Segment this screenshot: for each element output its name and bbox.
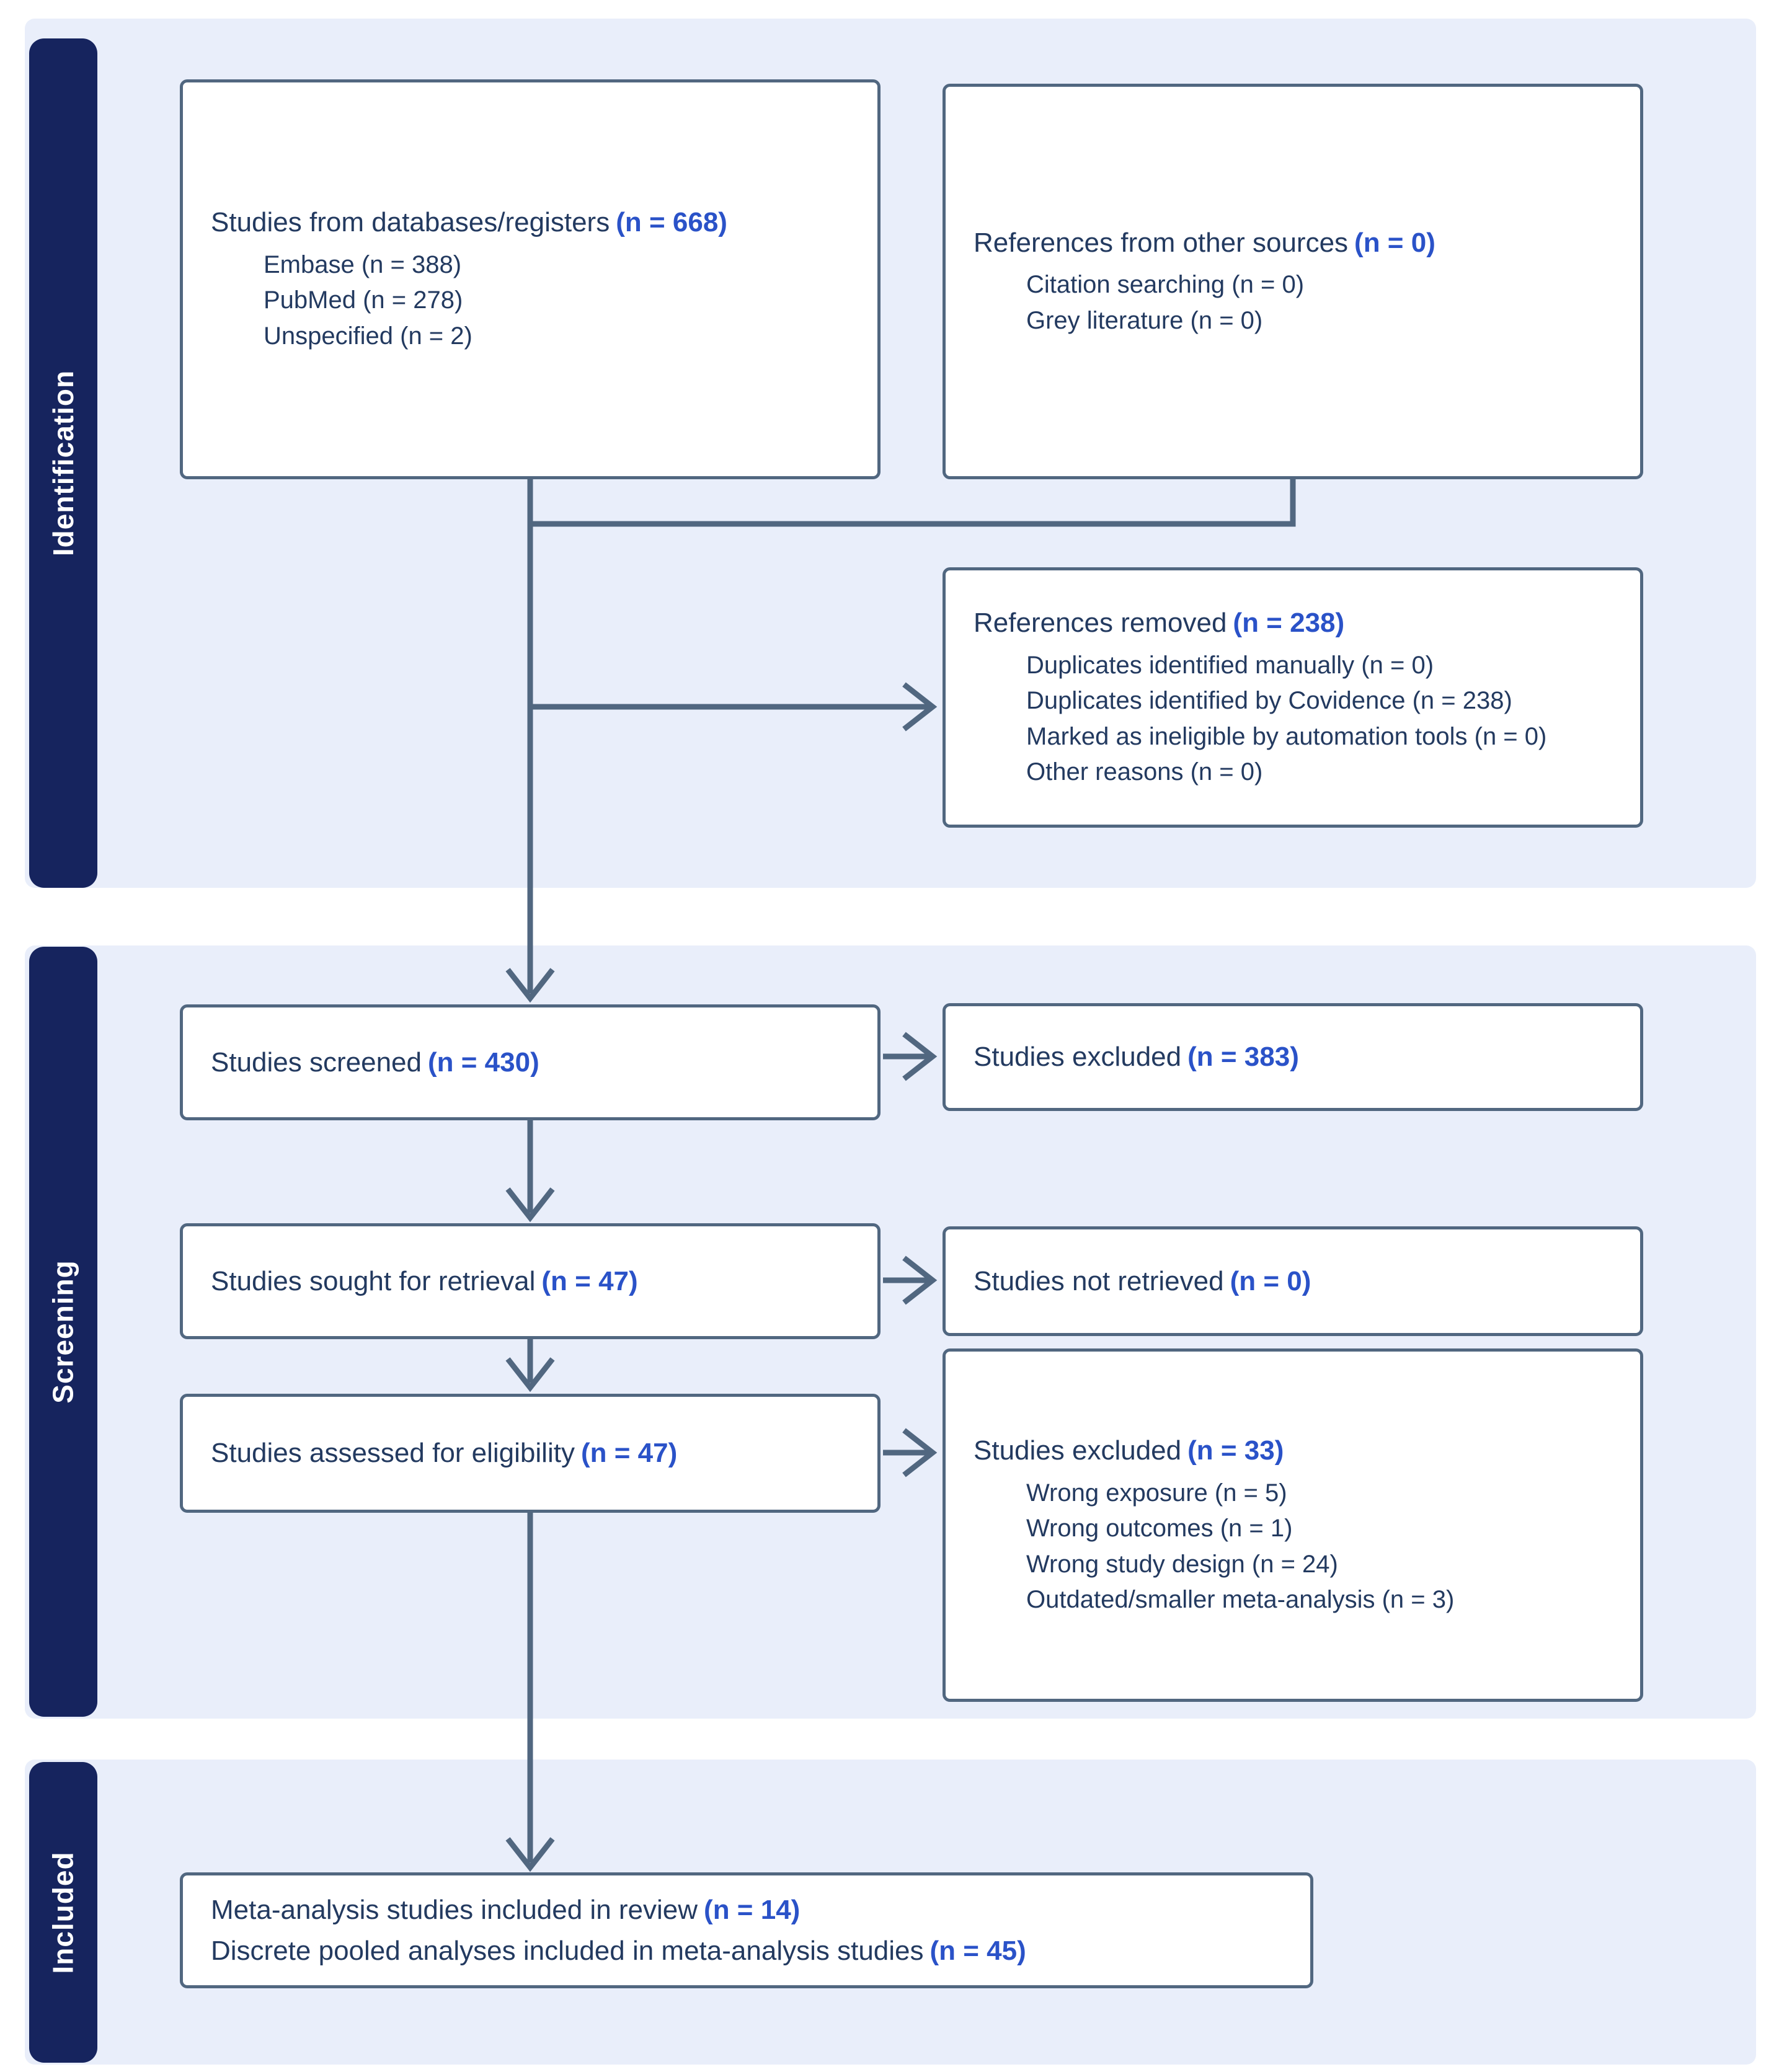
other-sources-item: Grey literature (n = 0) xyxy=(1026,306,1263,334)
references-removed-item: Duplicates identified by Covidence (n = … xyxy=(1026,687,1512,715)
arrowhead-into-sought xyxy=(505,1187,555,1223)
box-databases: Studies from databases/registers(n = 668… xyxy=(180,79,881,479)
studies-excluded-screening-title-text: Studies excluded xyxy=(974,1042,1182,1073)
included-sidebar: Included xyxy=(29,1762,97,2063)
box-studies-excluded-screening-title: Studies excluded(n = 383) xyxy=(974,1038,1622,1075)
studies-not-retrieved-count: (n = 0) xyxy=(1230,1265,1311,1296)
included-line2-count: (n = 45) xyxy=(929,1935,1026,1966)
included-line1-text: Meta-analysis studies included in review xyxy=(211,1894,698,1925)
arrowhead-into-assessed xyxy=(505,1357,555,1392)
excluded-eligibility-item: Wrong outcomes (n = 1) xyxy=(1026,1515,1293,1543)
box-other-sources: References from other sources(n = 0) Cit… xyxy=(943,84,1643,479)
box-studies-sought: Studies sought for retrieval(n = 47) xyxy=(180,1223,881,1339)
databases-item: Unspecified (n = 2) xyxy=(264,322,472,350)
identification-sidebar: Identification xyxy=(29,38,97,888)
box-studies-assessed: Studies assessed for eligibility(n = 47) xyxy=(180,1394,881,1513)
studies-excluded-eligibility-items: Wrong exposure (n = 5) Wrong outcomes (n… xyxy=(974,1476,1622,1618)
excluded-eligibility-item: Outdated/smaller meta-analysis (n = 3) xyxy=(1026,1586,1455,1614)
arrowhead-into-not-retrieved xyxy=(902,1255,938,1305)
arrowhead-into-excluded-33 xyxy=(902,1428,938,1477)
studies-excluded-eligibility-title-text: Studies excluded xyxy=(974,1435,1182,1466)
box-studies-excluded-eligibility-title: Studies excluded(n = 33) xyxy=(974,1432,1622,1469)
box-studies-assessed-title: Studies assessed for eligibility(n = 47) xyxy=(211,1435,859,1471)
excluded-eligibility-item: Wrong exposure (n = 5) xyxy=(1026,1479,1287,1507)
screening-sidebar: Screening xyxy=(29,947,97,1717)
databases-count: (n = 668) xyxy=(616,207,727,238)
box-studies-screened-title: Studies screened(n = 430) xyxy=(211,1044,859,1081)
databases-title-text: Studies from databases/registers xyxy=(211,207,610,238)
references-removed-title-text: References removed xyxy=(974,608,1227,639)
other-sources-items: Citation searching (n = 0) Grey literatu… xyxy=(974,267,1622,339)
studies-excluded-eligibility-count: (n = 33) xyxy=(1187,1435,1284,1466)
studies-screened-title-text: Studies screened xyxy=(211,1047,422,1078)
other-sources-count: (n = 0) xyxy=(1354,227,1435,258)
box-studies-not-retrieved: Studies not retrieved(n = 0) xyxy=(943,1226,1643,1336)
studies-sought-count: (n = 47) xyxy=(541,1265,638,1296)
included-line-2: Discrete pooled analyses included in met… xyxy=(211,1931,1292,1972)
box-other-sources-title: References from other sources(n = 0) xyxy=(974,224,1622,261)
references-removed-item: Other reasons (n = 0) xyxy=(1026,758,1263,786)
studies-assessed-count: (n = 47) xyxy=(580,1438,678,1469)
studies-not-retrieved-title-text: Studies not retrieved xyxy=(974,1265,1224,1296)
arrowhead-into-excluded-383 xyxy=(902,1032,938,1081)
box-studies-sought-title: Studies sought for retrieval(n = 47) xyxy=(211,1263,859,1299)
references-removed-item: Duplicates identified manually (n = 0) xyxy=(1026,651,1434,679)
included-line1-count: (n = 14) xyxy=(704,1894,801,1925)
included-line-1: Meta-analysis studies included in review… xyxy=(211,1890,1292,1931)
connector-other-sources-join xyxy=(533,479,1296,527)
excluded-eligibility-item: Wrong study design (n = 24) xyxy=(1026,1550,1338,1578)
references-removed-count: (n = 238) xyxy=(1233,608,1345,639)
included-line2-text: Discrete pooled analyses included in met… xyxy=(211,1935,924,1966)
studies-excluded-screening-count: (n = 383) xyxy=(1187,1042,1299,1073)
box-studies-excluded-eligibility: Studies excluded(n = 33) Wrong exposure … xyxy=(943,1348,1643,1702)
studies-sought-title-text: Studies sought for retrieval xyxy=(211,1265,536,1296)
arrowhead-into-included xyxy=(505,1837,555,1872)
studies-assessed-title-text: Studies assessed for eligibility xyxy=(211,1438,575,1469)
box-databases-title: Studies from databases/registers(n = 668… xyxy=(211,204,859,241)
other-sources-item: Citation searching (n = 0) xyxy=(1026,271,1305,299)
databases-items: Embase (n = 388) PubMed (n = 278) Unspec… xyxy=(211,247,859,355)
other-sources-title-text: References from other sources xyxy=(974,227,1349,258)
references-removed-items: Duplicates identified manually (n = 0) D… xyxy=(974,648,1622,790)
box-included: Meta-analysis studies included in review… xyxy=(180,1872,1313,1988)
studies-screened-count: (n = 430) xyxy=(428,1047,539,1078)
box-studies-excluded-screening: Studies excluded(n = 383) xyxy=(943,1003,1643,1111)
box-studies-screened: Studies screened(n = 430) xyxy=(180,1004,881,1120)
databases-item: PubMed (n = 278) xyxy=(264,286,463,314)
box-studies-not-retrieved-title: Studies not retrieved(n = 0) xyxy=(974,1263,1622,1299)
arrowhead-into-references-removed xyxy=(902,682,938,732)
databases-item: Embase (n = 388) xyxy=(264,250,462,278)
box-references-removed-title: References removed(n = 238) xyxy=(974,604,1622,641)
references-removed-item: Marked as ineligible by automation tools… xyxy=(1026,722,1547,750)
arrowhead-into-screened xyxy=(505,968,555,1003)
box-references-removed: References removed(n = 238) Duplicates i… xyxy=(943,567,1643,828)
